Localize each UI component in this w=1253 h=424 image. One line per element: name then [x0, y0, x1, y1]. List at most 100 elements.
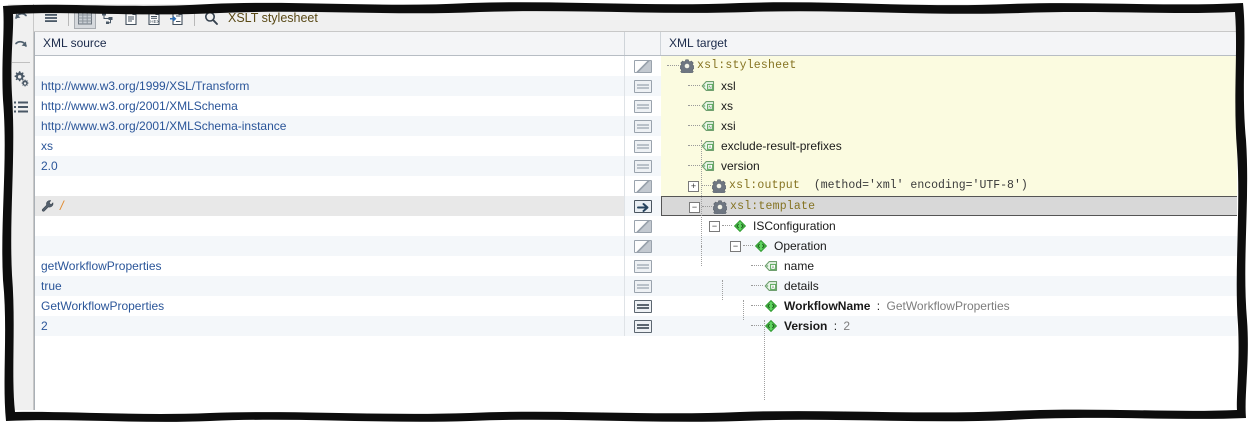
connector-cell[interactable] — [625, 296, 661, 316]
gears-icon[interactable] — [8, 65, 34, 93]
connector-unlinked-icon[interactable] — [634, 139, 652, 153]
mapping-row[interactable]: getWorkflowProperties A name — [35, 256, 1237, 276]
mapping-row[interactable]: 2 Version : 2 — [35, 316, 1237, 336]
source-cell[interactable] — [35, 176, 625, 196]
connector-unlinked-icon[interactable] — [634, 99, 652, 113]
connector-cell[interactable] — [625, 196, 661, 216]
source-cell[interactable]: http://www.w3.org/1999/XSL/Transform — [35, 76, 625, 96]
source-cell[interactable]: http://www.w3.org/2001/XMLSchema-instanc… — [35, 116, 625, 136]
connector-unlinked-icon[interactable] — [634, 119, 652, 133]
tree-guide-line — [764, 320, 765, 400]
grid-table-icon[interactable] — [74, 6, 96, 29]
target-cell[interactable]: − Operation — [661, 236, 1237, 256]
connector-cell[interactable] — [625, 236, 661, 256]
connector-cell[interactable] — [625, 96, 661, 116]
mapping-row[interactable]: / − xsl:template — [35, 196, 1237, 216]
connector-split-icon[interactable] — [634, 179, 652, 193]
node-separator: : — [830, 319, 841, 333]
connector-unlinked-icon[interactable] — [634, 279, 652, 293]
collapse-icon[interactable]: − — [689, 201, 700, 213]
connector-linked-icon[interactable] — [634, 299, 652, 313]
node-label: xsi — [721, 119, 736, 133]
source-cell[interactable]: http://www.w3.org/2001/XMLSchema — [35, 96, 625, 116]
connector-split-icon[interactable] — [634, 239, 652, 253]
connector-cell[interactable] — [625, 56, 661, 76]
node-label: ISConfiguration — [753, 219, 836, 233]
target-cell[interactable]: A details — [661, 276, 1237, 296]
mapping-row[interactable]: GetWorkflowProperties WorkflowName : Get… — [35, 296, 1237, 316]
mapping-row[interactable]: 2.0 A version — [35, 156, 1237, 176]
connector-cell[interactable] — [625, 116, 661, 136]
connector-cell[interactable] — [625, 156, 661, 176]
source-cell[interactable]: 2.0 — [35, 156, 625, 176]
connector-cell[interactable] — [625, 316, 661, 336]
expand-icon[interactable]: + — [688, 180, 699, 192]
connector-linked-icon[interactable] — [634, 319, 652, 333]
source-cell[interactable] — [35, 236, 625, 256]
source-cell[interactable]: xs — [35, 136, 625, 156]
mapping-row[interactable]: true A details — [35, 276, 1237, 296]
attribute-icon: A — [764, 259, 778, 273]
target-cell[interactable]: WorkflowName : GetWorkflowProperties — [661, 296, 1237, 316]
connector-unlinked-icon[interactable] — [634, 159, 652, 173]
redo-icon[interactable] — [8, 32, 34, 60]
target-cell[interactable]: A version — [661, 156, 1237, 176]
target-cell[interactable]: Version : 2 — [661, 316, 1237, 336]
connector-cell[interactable] — [625, 216, 661, 236]
target-cell[interactable]: xsl:stylesheet — [661, 56, 1237, 76]
list-icon[interactable] — [8, 93, 34, 121]
mapping-row[interactable]: http://www.w3.org/1999/XSL/Transform N x… — [35, 76, 1237, 96]
mapping-row[interactable]: − Operation — [35, 236, 1237, 256]
gear-icon — [680, 59, 694, 73]
collapse-icon[interactable]: − — [730, 240, 741, 252]
column-header-bar: XML source XML target — [35, 32, 1237, 56]
mapping-row[interactable]: − ISConfiguration — [35, 216, 1237, 236]
left-toolbar-strip — [8, 4, 34, 410]
connector-unlinked-icon[interactable] — [634, 259, 652, 273]
mapping-row[interactable]: http://www.w3.org/2001/XMLSchema-instanc… — [35, 116, 1237, 136]
target-cell[interactable]: A name — [661, 256, 1237, 276]
mapping-row[interactable]: xsl:stylesheet — [35, 56, 1237, 76]
connector-cell[interactable] — [625, 136, 661, 156]
source-cell[interactable]: / — [35, 196, 625, 216]
connector-cell[interactable] — [625, 276, 661, 296]
target-cell[interactable]: N xs — [661, 96, 1237, 116]
collapse-icon[interactable]: − — [709, 220, 720, 232]
source-value: 2 — [41, 319, 48, 333]
document-insert-icon[interactable] — [166, 7, 188, 29]
mapping-row[interactable]: + xsl:output (method='xml' encoding='UTF… — [35, 176, 1237, 196]
target-cell[interactable]: − xsl:template — [661, 196, 1237, 216]
connector-unlinked-icon[interactable] — [634, 79, 652, 93]
node-label: Version — [784, 319, 828, 333]
source-cell[interactable]: true — [35, 276, 625, 296]
menu-lines-icon[interactable] — [40, 7, 62, 29]
undo-icon[interactable] — [8, 4, 34, 32]
source-cell[interactable]: getWorkflowProperties — [35, 256, 625, 276]
connector-split-icon[interactable] — [634, 219, 652, 233]
source-cell[interactable]: GetWorkflowProperties — [35, 296, 625, 316]
namespace-icon: N — [701, 119, 715, 133]
target-cell[interactable]: N xsl — [661, 76, 1237, 96]
mapping-row[interactable]: http://www.w3.org/2001/XMLSchema N xs — [35, 96, 1237, 116]
tree-structure-icon[interactable] — [97, 7, 119, 29]
connector-cell[interactable] — [625, 176, 661, 196]
target-cell[interactable]: − ISConfiguration — [661, 216, 1237, 236]
target-cell[interactable]: + xsl:output (method='xml' encoding='UTF… — [661, 176, 1237, 196]
target-cell[interactable]: N xsi — [661, 116, 1237, 136]
connector-cell[interactable] — [625, 76, 661, 96]
text-document-icon[interactable] — [120, 7, 142, 29]
search-icon[interactable] — [200, 7, 222, 29]
connector-cell[interactable] — [625, 256, 661, 276]
source-xpath-value: / — [60, 198, 64, 213]
target-cell[interactable]: A exclude-result-prefixes — [661, 136, 1237, 156]
source-cell[interactable] — [35, 56, 625, 76]
connector-arrow-icon[interactable] — [634, 199, 652, 213]
source-cell[interactable]: 2 — [35, 316, 625, 336]
source-cell[interactable] — [35, 216, 625, 236]
svg-text:A: A — [709, 165, 712, 170]
mapping-row[interactable]: xs A exclude-result-prefixes — [35, 136, 1237, 156]
connector-split-icon[interactable] — [634, 59, 652, 73]
hex-document-icon[interactable]: HEX — [143, 7, 165, 29]
node-separator: : — [873, 299, 884, 313]
